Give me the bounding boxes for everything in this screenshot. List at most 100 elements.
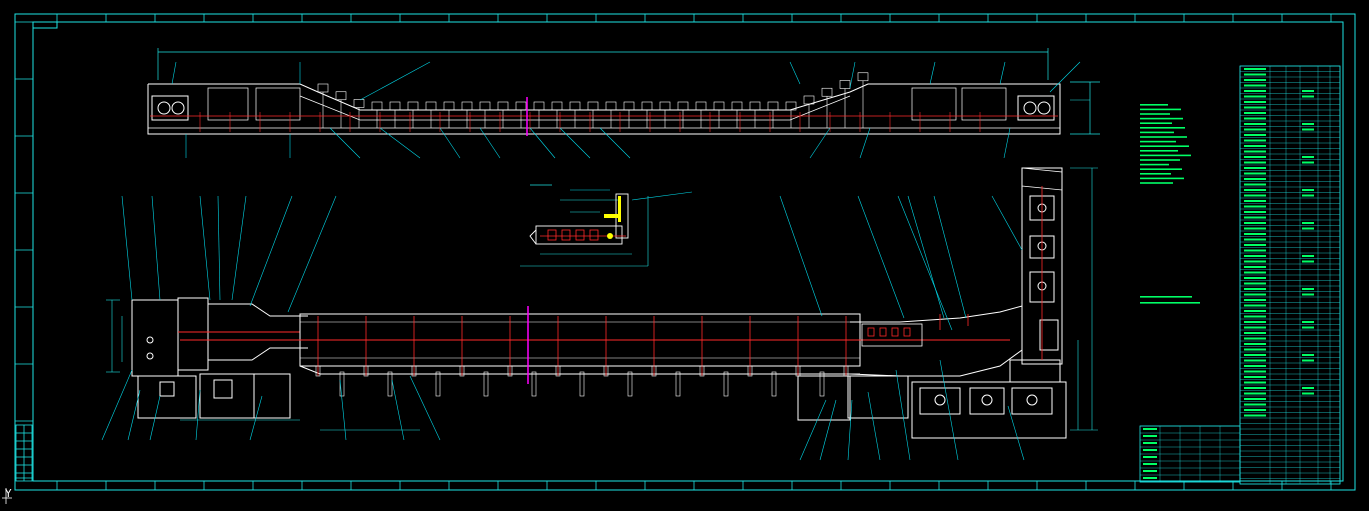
leader-line (991, 195, 1023, 251)
leader-line (529, 127, 556, 159)
leader-line (897, 195, 953, 331)
bom-entry (1244, 84, 1266, 87)
trough-bracket (747, 365, 753, 377)
note-line (1140, 302, 1200, 304)
bom-entry (1244, 365, 1266, 367)
main-view[interactable] (101, 167, 1098, 461)
bom-entry (1302, 293, 1314, 296)
slat (425, 101, 437, 111)
slat (443, 101, 455, 111)
note-line (1140, 145, 1189, 147)
leader-line (599, 127, 631, 159)
trough-bracket (603, 365, 609, 377)
leader-line (249, 395, 263, 441)
trough-bracket (411, 365, 417, 377)
bom-entry (1244, 348, 1266, 351)
bom-entry (1302, 354, 1314, 356)
bom-entry (1244, 403, 1266, 406)
bom-entry (1244, 68, 1266, 70)
slat (353, 99, 365, 108)
tb-entry (1143, 470, 1157, 472)
note-line (1140, 173, 1171, 175)
bom-entry (1244, 95, 1266, 98)
note-line (1140, 163, 1169, 166)
note-line (1140, 150, 1178, 152)
note-line (1140, 177, 1184, 180)
support-leg (483, 371, 489, 397)
tb-entry (1143, 442, 1157, 444)
support-leg (819, 371, 825, 397)
leader-line (1007, 405, 1025, 461)
bom-entry (1302, 95, 1314, 98)
bom-entry (1302, 227, 1314, 230)
note-line (1140, 122, 1172, 124)
bom-entry (1244, 205, 1266, 208)
slat (407, 101, 419, 111)
title-block[interactable] (1139, 425, 1241, 483)
parts-list-table[interactable] (1239, 65, 1341, 485)
leader-line (217, 195, 221, 301)
bom-entry (1244, 271, 1266, 274)
note-line (1140, 296, 1192, 298)
leader-line (779, 195, 823, 317)
leader-line (379, 127, 421, 159)
drawing-frame (14, 13, 1356, 491)
leader-line (329, 127, 361, 159)
bom-entry (1244, 244, 1266, 246)
leader-line (999, 61, 1006, 85)
leader-line (409, 375, 441, 441)
top-left-tab (32, 21, 58, 29)
leader-line (127, 389, 141, 441)
bom-entry (1244, 282, 1266, 285)
tb-entry (1143, 428, 1157, 430)
bom-entry (1244, 260, 1266, 263)
slat (695, 101, 707, 111)
leader-line (939, 359, 959, 461)
bom-entry (1244, 409, 1266, 411)
slat (623, 101, 635, 111)
bom-entry (1244, 304, 1266, 307)
leader-line (857, 195, 905, 319)
bom-entry (1302, 288, 1314, 290)
detail-view[interactable] (520, 184, 693, 267)
bom-entry (1244, 354, 1266, 356)
leader-line (195, 389, 201, 441)
bom-entry (1244, 315, 1266, 318)
bom-entry (1244, 150, 1266, 153)
bom-entry (1302, 128, 1314, 131)
leader-line (859, 127, 871, 159)
bom-entry (1244, 183, 1266, 186)
leader-line (149, 395, 161, 441)
note-line (1140, 182, 1173, 184)
bom-entry (1244, 222, 1266, 224)
leader-line (907, 195, 945, 319)
leader-line (559, 127, 591, 159)
bom-entry (1244, 359, 1266, 362)
bom-entry (1244, 337, 1266, 340)
bom-entry (1302, 359, 1314, 362)
slat (371, 101, 383, 111)
top-view[interactable] (147, 48, 1100, 159)
leader-line (819, 399, 837, 461)
note-line (1140, 168, 1182, 170)
support-leg (675, 371, 681, 397)
leader-line (151, 195, 161, 301)
slat (497, 101, 509, 111)
slat (479, 101, 491, 111)
bom-entry (1244, 216, 1266, 219)
leader-line (359, 61, 431, 101)
bom-entry (1244, 277, 1266, 279)
bom-entry (1244, 167, 1266, 169)
leader-line (121, 195, 133, 301)
bom-entry (1302, 326, 1314, 329)
bom-entry (1244, 134, 1266, 136)
outer-border (14, 13, 1356, 491)
note-line (1140, 127, 1185, 129)
bom-entry (1244, 233, 1266, 235)
bom-entry (1244, 249, 1266, 252)
support-leg (339, 371, 345, 397)
bom-entry (1244, 128, 1266, 131)
bom-entry (1244, 101, 1266, 103)
leader-line (249, 195, 293, 307)
